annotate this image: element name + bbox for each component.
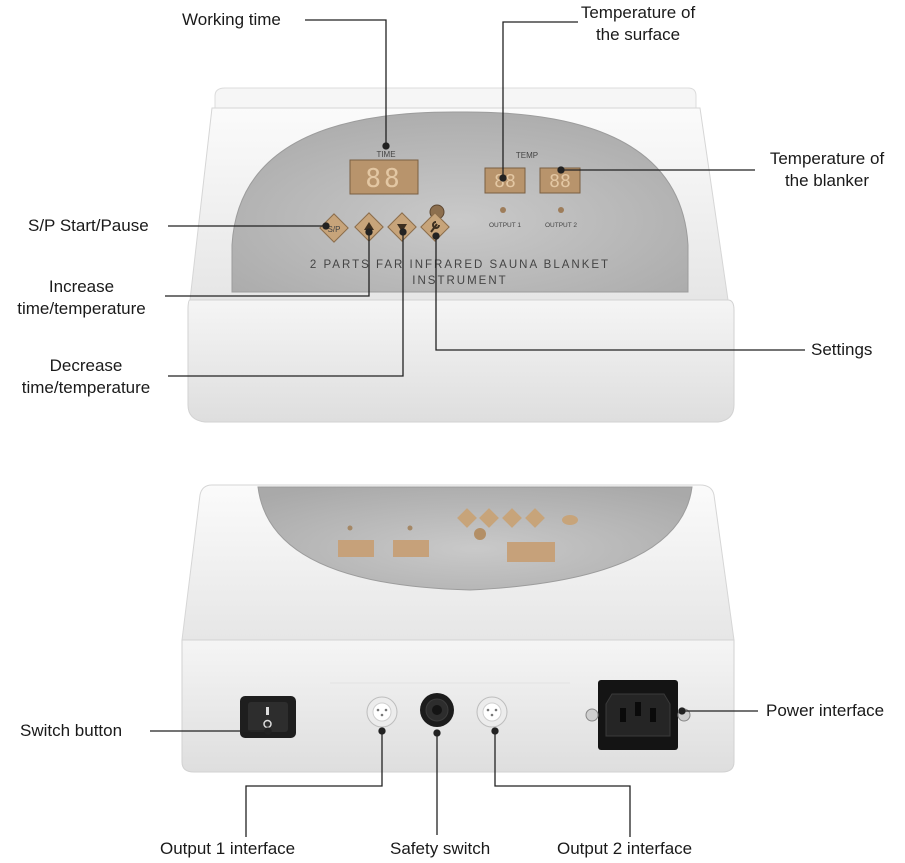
label-switch-button: Switch button [20,721,123,740]
output2-label: OUTPUT 2 [545,222,577,229]
label-settings: Settings [811,340,873,359]
output2-port[interactable] [476,696,508,728]
callout-line-temp-surface [502,21,578,176]
callout-line-settings [435,238,805,351]
callout-lines [150,19,805,837]
control-panel [231,111,689,293]
label-output1-interface: Output 1 interface [160,839,296,858]
switch-on-mark [266,707,269,715]
device-front-view: 88 TIME TEMP 88 88 OUTPUT 1 OUTPUT 2 S/P [187,87,735,423]
callout-line-working-time [305,19,387,144]
sp-button[interactable]: S/P [319,213,349,243]
label-working-time: Working time [182,10,281,29]
svg-text:S/P: S/P [328,225,341,234]
rocker-switch[interactable] [240,696,296,738]
power-inlet[interactable] [585,680,691,750]
decrease-button[interactable] [387,212,417,242]
output1-port[interactable] [366,696,398,728]
wrench-icon [430,221,440,233]
callout-line-increase [165,234,370,297]
safety-switch[interactable] [420,693,454,727]
up-arrow-icon [364,222,374,230]
screw-icon [585,708,599,722]
settings-button[interactable] [420,212,450,242]
label-decrease: Decrease time/temperature [21,356,151,397]
label-temp-surface: Temperature of the surface [580,3,696,44]
label-temp-blanket: Temperature of the blanker [769,149,885,190]
label-start-pause: S/P Start/Pause [28,216,149,235]
time-display [349,159,419,195]
output1-label: OUTPUT 1 [489,222,521,229]
output1-led [500,207,506,213]
increase-button[interactable] [354,212,384,242]
label-increase: Increase time/temperature [17,277,146,318]
callout-line-decrease [168,234,404,377]
label-power-interface: Power interface [766,701,885,720]
control-panel-rear [257,486,693,591]
device-back-view [181,484,735,773]
label-safety-switch: Safety switch [390,839,491,858]
temp-display-2-digits: 88 [549,171,571,192]
output2-led [558,207,564,213]
temp-label: TEMP [516,151,538,160]
time-label: TIME [376,150,395,159]
callout-line-output1 [245,733,383,837]
callout-line-output2 [494,733,631,837]
panel-title-line1: 2 PARTS FAR INFRARED SAUNA BLANKET [310,259,610,271]
panel-title-line2: INSTRUMENT [412,275,507,287]
time-display-digits: 88 [365,164,402,194]
temp-display-1-digits: 88 [494,171,516,192]
down-arrow-icon [397,224,407,232]
label-output2-interface: Output 2 interface [557,839,693,858]
